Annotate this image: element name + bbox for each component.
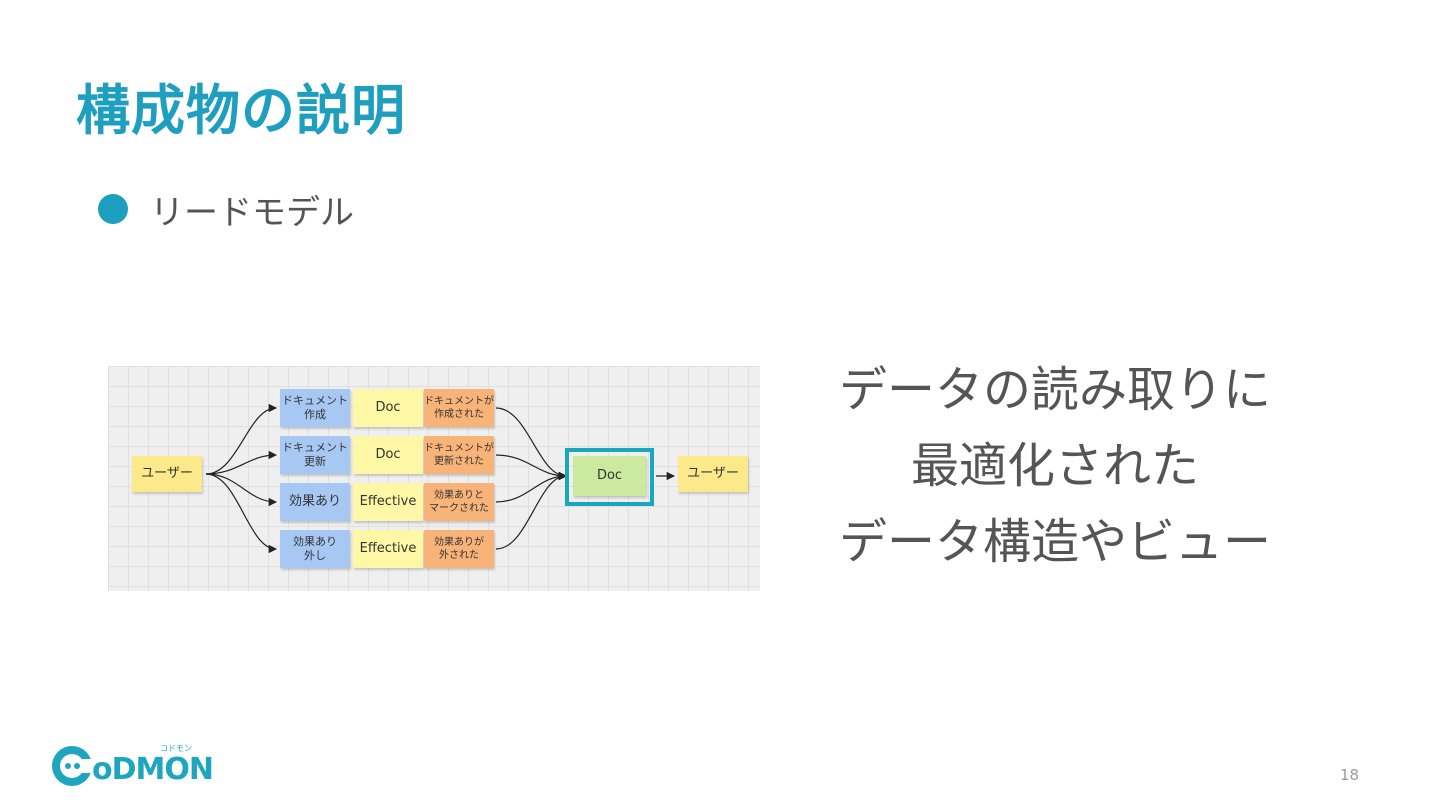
user-end-note: ユーザー — [678, 456, 748, 492]
bullet-text: リードモデル — [150, 192, 354, 233]
command-note-4: 効果あり 外し — [280, 530, 350, 568]
arrow-user-to-command-4 — [205, 473, 278, 554]
event-note-1: ドキュメントが 作成された — [424, 389, 494, 427]
command-note-3: 効果あり — [280, 483, 350, 521]
command-note-2: ドキュメント 更新 — [280, 436, 350, 474]
codmon-logo: oDMON コドモン — [48, 738, 228, 790]
bullet-item: リードモデル — [98, 186, 354, 233]
description-line-2: 最適化された — [910, 438, 1199, 494]
aggregate-note-4: Effective — [353, 530, 423, 568]
arrow-user-to-command-1 — [205, 403, 278, 475]
event-note-4: 効果ありが 外された — [424, 530, 494, 568]
aggregate-note-1: Doc — [353, 389, 423, 427]
description-text: データの読み取りに 最適化された データ構造やビュー — [820, 352, 1290, 580]
bullet-dot-icon — [98, 194, 128, 224]
arrow-user-to-command-3 — [205, 473, 278, 507]
aggregate-note-3: Effective — [353, 483, 423, 521]
arrow-event-3-to-readmodel — [495, 471, 568, 503]
svg-text:oDMON: oDMON — [92, 752, 213, 787]
page-number: 18 — [1340, 766, 1360, 784]
svg-text:コドモン: コドモン — [160, 744, 192, 753]
arrow-event-2-to-readmodel — [495, 454, 568, 481]
aggregate-note-2: Doc — [353, 436, 423, 474]
diagram-arrows — [205, 403, 676, 554]
arrow-event-4-to-readmodel — [495, 471, 568, 550]
description-line-3: データ構造やビュー — [838, 514, 1271, 570]
arrow-event-1-to-readmodel — [495, 407, 568, 481]
command-note-1: ドキュメント 作成 — [280, 389, 350, 427]
description-line-1: データの読み取りに — [838, 362, 1271, 418]
slide-title: 構成物の説明 — [76, 79, 406, 142]
event-note-3: 効果ありと マークされた — [424, 483, 494, 521]
event-note-2: ドキュメントが 更新された — [424, 436, 494, 474]
read-model-diagram: ユーザー ドキュメント 作成 Doc ドキュメントが 作成された ドキュメント … — [108, 366, 760, 591]
user-start-note: ユーザー — [132, 456, 202, 492]
read-model-note: Doc — [573, 456, 646, 496]
read-model-highlight — [565, 448, 654, 506]
arrow-user-to-command-2 — [205, 450, 278, 475]
